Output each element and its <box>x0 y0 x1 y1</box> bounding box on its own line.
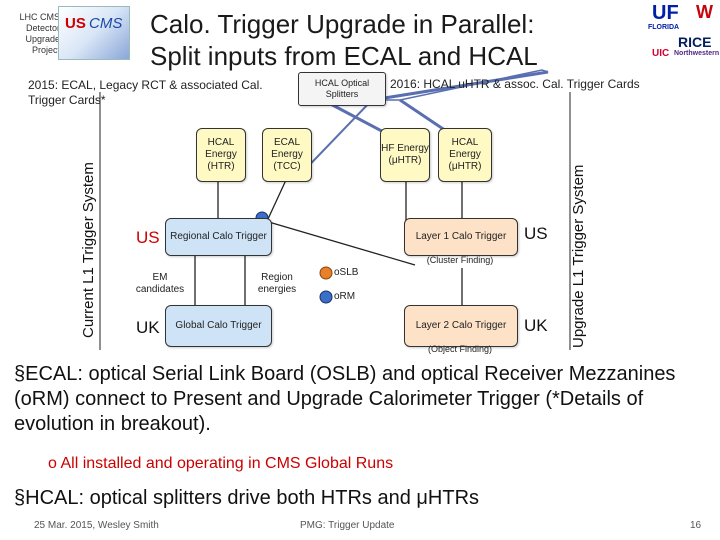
label-uk-right: UK <box>524 316 548 335</box>
bullet-ecal: §ECAL: optical Serial Link Board (OSLB) … <box>14 363 676 435</box>
project-label: LHC CMS Detector Upgrade Project <box>0 12 60 56</box>
layer1-note: (Cluster Finding) <box>426 255 494 265</box>
label-uk-left: UK <box>136 318 160 337</box>
label-orm: oRM <box>334 291 356 302</box>
box-ecal-tcc: ECAL Energy (TCC) <box>262 128 312 182</box>
label-oslb: oSLB <box>334 267 359 278</box>
wisconsin-logo: W <box>696 2 713 22</box>
page-number: 16 <box>690 520 702 531</box>
label-2015: 2015: ECAL, Legacy RCT & associated Cal.… <box>28 78 263 107</box>
page-title: Calo. Trigger Upgrade in Parallel: Split… <box>150 8 570 72</box>
uf-logo: UF <box>652 2 679 24</box>
box-hcal-htr: HCAL Energy (HTR) <box>196 128 246 182</box>
box-hcal-uhtr: HCAL Energy (μHTR) <box>438 128 492 182</box>
box-layer1-calo-trigger: Layer 1 Calo Trigger <box>404 218 518 256</box>
project-line: Project <box>31 45 60 55</box>
label-us-right: US <box>524 224 548 243</box>
footer-author: 25 Mar. 2015, Wesley Smith <box>34 520 159 531</box>
project-line: LHC CMS <box>19 12 60 22</box>
title-line2: Split inputs from ECAL and HCAL <box>150 41 538 71</box>
us-cms-logo: US CMS <box>58 6 130 60</box>
layer2-note: (Object Finding) <box>427 344 493 354</box>
label-region-energies: Region energies <box>257 272 297 295</box>
rice-logo: RICE <box>678 34 712 50</box>
label-2016: 2016: HCAL uHTR & assoc. Cal. Trigger Ca… <box>390 77 640 91</box>
label-us-left: US <box>136 228 160 247</box>
label-current-system: Current L1 Trigger System <box>80 162 97 338</box>
institution-logos: UF FLORIDA W RICE UIC Northwestern <box>612 0 720 70</box>
project-line: Detector <box>25 23 60 33</box>
box-regional-calo-trigger: Regional Calo Trigger <box>165 218 272 256</box>
box-layer2-calo-trigger: Layer 2 Calo Trigger <box>404 305 518 347</box>
sub-bullet-installed: o All installed and operating in CMS Glo… <box>48 455 394 472</box>
label-upgrade-system: Upgrade L1 Trigger System <box>570 164 587 348</box>
footer-center: PMG: Trigger Update <box>300 520 395 531</box>
us-cms-logo-cms: CMS <box>89 15 123 32</box>
box-hcal-optical-splitters: HCAL Optical Splitters <box>298 72 386 106</box>
label-em-candidates: EM candidates <box>135 272 185 295</box>
project-line: Upgrade <box>25 34 60 44</box>
box-global-calo-trigger: Global Calo Trigger <box>165 305 272 347</box>
florida-logo: FLORIDA <box>648 24 680 31</box>
box-hf-uhtr: HF Energy (μHTR) <box>380 128 430 182</box>
bullet-hcal: §HCAL: optical splitters drive both HTRs… <box>14 487 480 509</box>
title-line1: Calo. Trigger Upgrade in Parallel: <box>150 9 535 39</box>
uic-logo: UIC <box>652 48 670 59</box>
us-cms-logo-us: US <box>65 15 86 32</box>
northwestern-logo: Northwestern <box>674 50 720 57</box>
